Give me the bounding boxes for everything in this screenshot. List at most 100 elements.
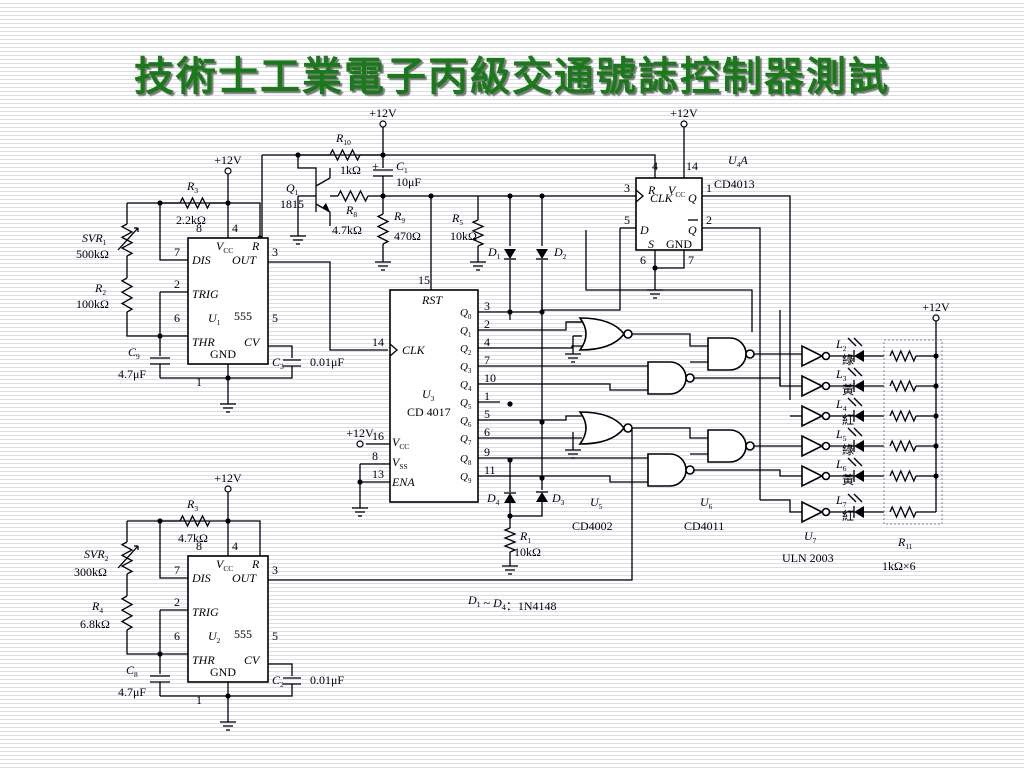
diode	[536, 249, 548, 259]
label: 0.01μF	[310, 355, 344, 369]
label: 2	[484, 317, 490, 331]
resistor	[179, 514, 211, 528]
label: 100kΩ	[76, 297, 109, 311]
ref-label: Q1	[460, 325, 471, 339]
resistor	[471, 219, 485, 247]
label: 555	[234, 309, 252, 323]
line	[847, 367, 857, 377]
ref-label: R10	[335, 131, 351, 147]
junction-dot	[539, 193, 545, 199]
label: OUT	[232, 253, 257, 267]
ref-label: Q0	[460, 307, 472, 321]
vcc-terminal	[224, 167, 232, 175]
label: 5	[272, 311, 278, 325]
ref-label: C2	[272, 673, 284, 689]
line	[853, 397, 863, 407]
label: TRIG	[192, 287, 219, 301]
ref-label: Q3	[460, 361, 472, 375]
label: 4	[484, 335, 490, 349]
junction-dot	[225, 518, 231, 524]
ref-label: VCC	[668, 183, 685, 199]
ref-label: VCC	[216, 557, 233, 573]
uln-buffer	[801, 464, 824, 488]
ref-label: U7	[804, 529, 817, 545]
wire	[500, 345, 582, 349]
led	[854, 440, 864, 452]
nor-gate	[578, 411, 626, 445]
nand-gate	[647, 453, 687, 487]
label: CD4013	[714, 177, 755, 191]
label: 6.8kΩ	[80, 617, 110, 631]
uln-buffer	[801, 500, 824, 524]
ic-555	[187, 237, 269, 365]
label: 7	[688, 253, 694, 267]
ref-label: SVR2	[84, 547, 109, 563]
ref-label: D2	[553, 245, 567, 261]
diode	[536, 492, 548, 502]
label: ULN 2003	[782, 551, 834, 565]
inverter-bubble	[821, 381, 831, 391]
ref-label: D4	[486, 491, 500, 507]
label: R	[647, 183, 656, 197]
label: 11	[484, 463, 496, 477]
nand-gate	[647, 361, 687, 395]
led	[854, 470, 864, 482]
label: GND	[210, 347, 236, 361]
label: CD4002	[572, 519, 613, 533]
wire	[500, 383, 648, 391]
label: CV	[244, 653, 261, 667]
wire	[297, 155, 317, 178]
label: 10	[484, 371, 496, 385]
line	[847, 457, 857, 467]
inverter-bubble	[821, 351, 831, 361]
resistor	[889, 379, 917, 393]
inverter-bubble	[821, 411, 831, 421]
vcc-label: +12V	[214, 153, 242, 167]
junction-dot	[507, 193, 513, 199]
wire	[694, 469, 802, 477]
resistor	[329, 148, 361, 162]
label: 470Ω	[394, 229, 421, 243]
ref-label: L6	[835, 457, 847, 473]
uln-buffer	[801, 344, 824, 368]
ref-label: Q5	[460, 397, 472, 411]
label: 黃	[842, 473, 854, 487]
wire	[126, 312, 188, 337]
r11-group-box	[883, 339, 943, 525]
nor-gate	[578, 317, 626, 351]
label: 10kΩ	[450, 229, 477, 243]
wire	[268, 261, 388, 351]
ref-label: SVR1	[82, 231, 107, 247]
label: 綠	[842, 443, 854, 457]
resistor	[337, 189, 369, 203]
label: 7	[174, 563, 180, 577]
label: 1	[196, 693, 202, 707]
ref-label: R9	[393, 209, 405, 225]
vcc-label: +12V	[369, 106, 397, 120]
line	[315, 177, 331, 187]
ref-label: Q4	[460, 379, 472, 393]
inverter-bubble	[821, 441, 831, 451]
label: 500kΩ	[76, 247, 109, 261]
inverter-bubble	[821, 471, 831, 481]
label: 6	[174, 311, 180, 325]
label: Q	[688, 191, 697, 205]
line	[847, 337, 857, 347]
vcc-label: +12V	[214, 471, 242, 485]
label: R	[251, 557, 260, 571]
label: Q	[688, 223, 697, 237]
ref-label: Q8	[460, 453, 472, 467]
ref-label: L3	[835, 367, 847, 383]
label: 3	[484, 299, 490, 313]
nand-gate	[707, 337, 747, 371]
resistor	[889, 469, 917, 483]
label: 黃	[842, 383, 854, 397]
junction-dot	[539, 475, 545, 481]
wire	[160, 520, 261, 556]
label: 16	[372, 429, 384, 443]
label: 1815	[280, 197, 304, 211]
ref-label: R1	[519, 529, 531, 545]
vcc-terminal	[224, 485, 232, 493]
